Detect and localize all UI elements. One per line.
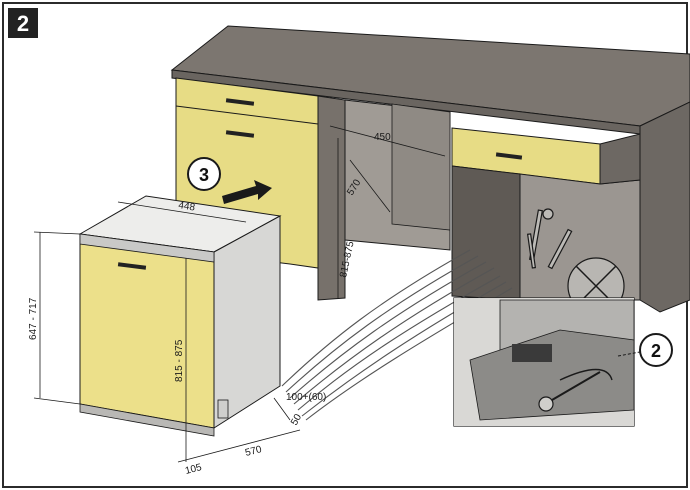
step-badge-label: 2 — [17, 11, 29, 36]
hose-1 — [281, 249, 471, 387]
dim-niche-width: 450 — [374, 132, 391, 143]
foot-adjuster — [217, 399, 229, 419]
dim-line-appliance-depth — [177, 429, 301, 463]
callout-push-label: 3 — [199, 165, 209, 185]
power-plug — [547, 228, 573, 270]
right-cabinet-face — [599, 133, 641, 185]
dim-appliance-height: 815 - 875 — [174, 339, 185, 382]
detail-wrench — [551, 371, 601, 401]
right-drawer-handle — [495, 152, 523, 160]
dim-line-appliance-width — [117, 201, 247, 223]
connections — [526, 208, 573, 270]
dim-tick-door-top — [33, 231, 81, 235]
detail-panel — [512, 344, 552, 362]
detail-base — [469, 329, 635, 421]
detail-inset — [453, 297, 635, 427]
dim-line-rear-gap — [273, 397, 291, 421]
drawer-handle-mid — [225, 130, 255, 138]
cabinet-right-side — [639, 101, 690, 313]
hose-5 — [297, 275, 501, 411]
hose-4 — [293, 267, 495, 405]
control-strip — [79, 233, 215, 263]
hose-3 — [289, 261, 487, 399]
appliance-dimensions — [33, 201, 301, 463]
dim-rear-gap: 50 — [289, 412, 304, 428]
drawer-handle-top — [225, 98, 255, 106]
hose-2 — [285, 255, 479, 393]
plinth — [79, 403, 215, 437]
dim-tick-door-bottom — [33, 397, 81, 405]
detail-nut — [538, 396, 554, 412]
dim-appliance-depth: 570 — [244, 444, 263, 459]
dim-line-niche-width — [329, 125, 446, 157]
callout-push-circle — [187, 157, 221, 191]
detail-hose — [559, 368, 613, 381]
kitchen-cabinets — [170, 25, 690, 313]
niche-dimensions — [329, 125, 446, 298]
dim-appliance-door-height: 647 - 717 — [28, 297, 39, 340]
callout-detail-label: 2 — [651, 341, 661, 361]
callout-detail-circle — [639, 333, 673, 367]
dim-line-niche-depth — [349, 159, 391, 213]
step-badge: 2 — [8, 8, 38, 38]
right-lower-side — [451, 165, 521, 301]
step-badge-box — [8, 8, 38, 38]
drawer-split — [175, 105, 319, 125]
callout-push: 3 — [187, 157, 272, 204]
niche-back-panel — [391, 103, 451, 231]
dishwasher-door — [79, 233, 215, 429]
dim-hose-gap: 100+(60) — [286, 392, 326, 403]
hoses — [281, 249, 513, 421]
drain-pipe — [526, 233, 537, 269]
door-handle — [117, 262, 147, 270]
dim-appliance-width: 448 — [178, 200, 197, 214]
push-arrow — [222, 180, 272, 204]
callout-detail-leader — [617, 351, 641, 357]
valve-head — [542, 208, 554, 220]
dishwasher — [78, 195, 282, 437]
callout-detail: 2 — [617, 333, 673, 367]
dim-plinth-offset: 105 — [184, 462, 203, 477]
